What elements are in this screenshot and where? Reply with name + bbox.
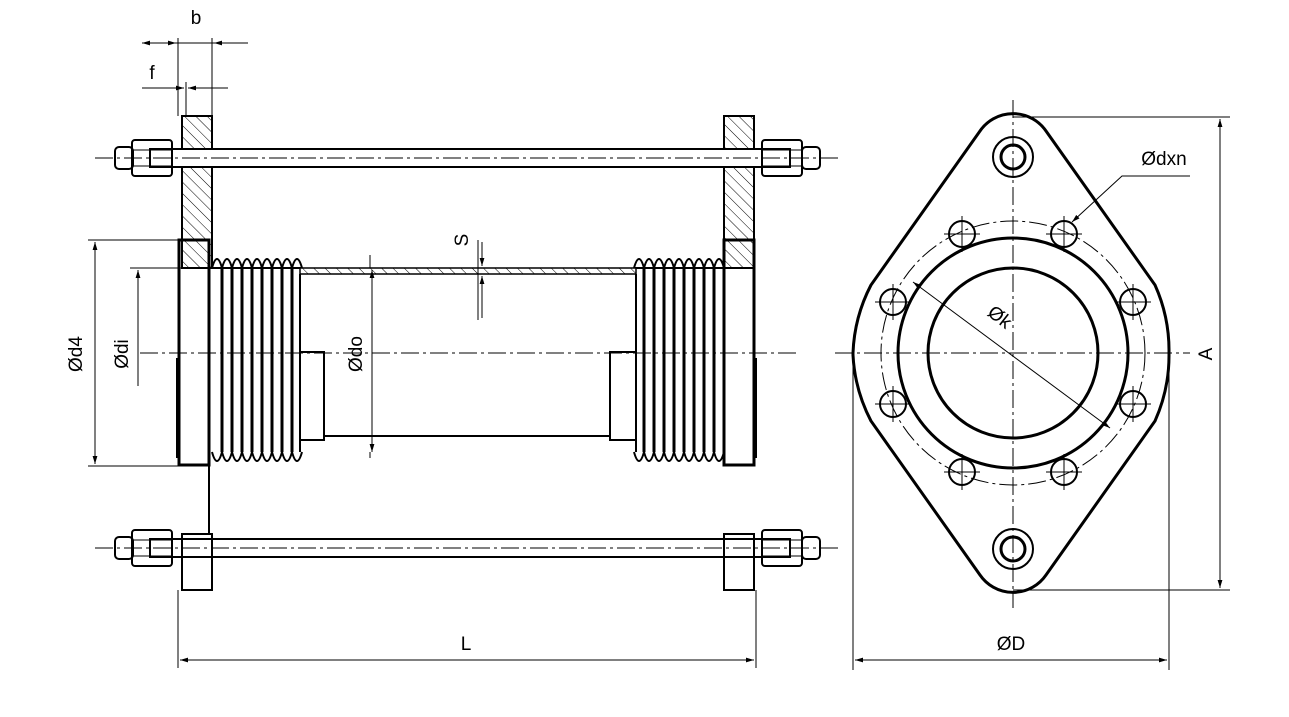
dim-k-line: [912, 281, 1111, 429]
label-k: Øk: [983, 302, 1015, 334]
diamond-flange-outline: [851, 112, 1171, 594]
label-d4: Ød4: [66, 336, 87, 372]
label-di: Ødi: [112, 339, 133, 369]
right-bellows: [633, 258, 725, 462]
right-lug-plate: [723, 115, 755, 591]
label-D: ØD: [997, 634, 1026, 655]
bottom-tie-rod-hole: [992, 528, 1034, 570]
dim-dxn-leader: [1071, 175, 1190, 223]
left-flange: [176, 238, 211, 534]
label-dxn: Ødxn: [1141, 149, 1186, 170]
label-b: b: [191, 8, 202, 29]
bottom-tie-rod: [114, 529, 821, 567]
top-tie-rod: [114, 139, 821, 177]
raised-face-circle: [896, 236, 1130, 470]
front-view: Ødxn Øk A ØD: [835, 100, 1230, 670]
left-bellows: [211, 258, 303, 462]
bolt-circle: [880, 220, 1146, 486]
inner-sleeve: [299, 267, 637, 452]
label-A: A: [1196, 347, 1217, 360]
label-L: L: [461, 634, 472, 655]
label-f: f: [149, 63, 155, 84]
label-do: Ødo: [346, 336, 367, 372]
right-flange: [722, 238, 757, 467]
top-tie-rod-hole: [992, 136, 1034, 178]
label-s: S: [452, 234, 473, 247]
side-view: b f S Ød4 Ødi Ødo L: [66, 8, 840, 668]
